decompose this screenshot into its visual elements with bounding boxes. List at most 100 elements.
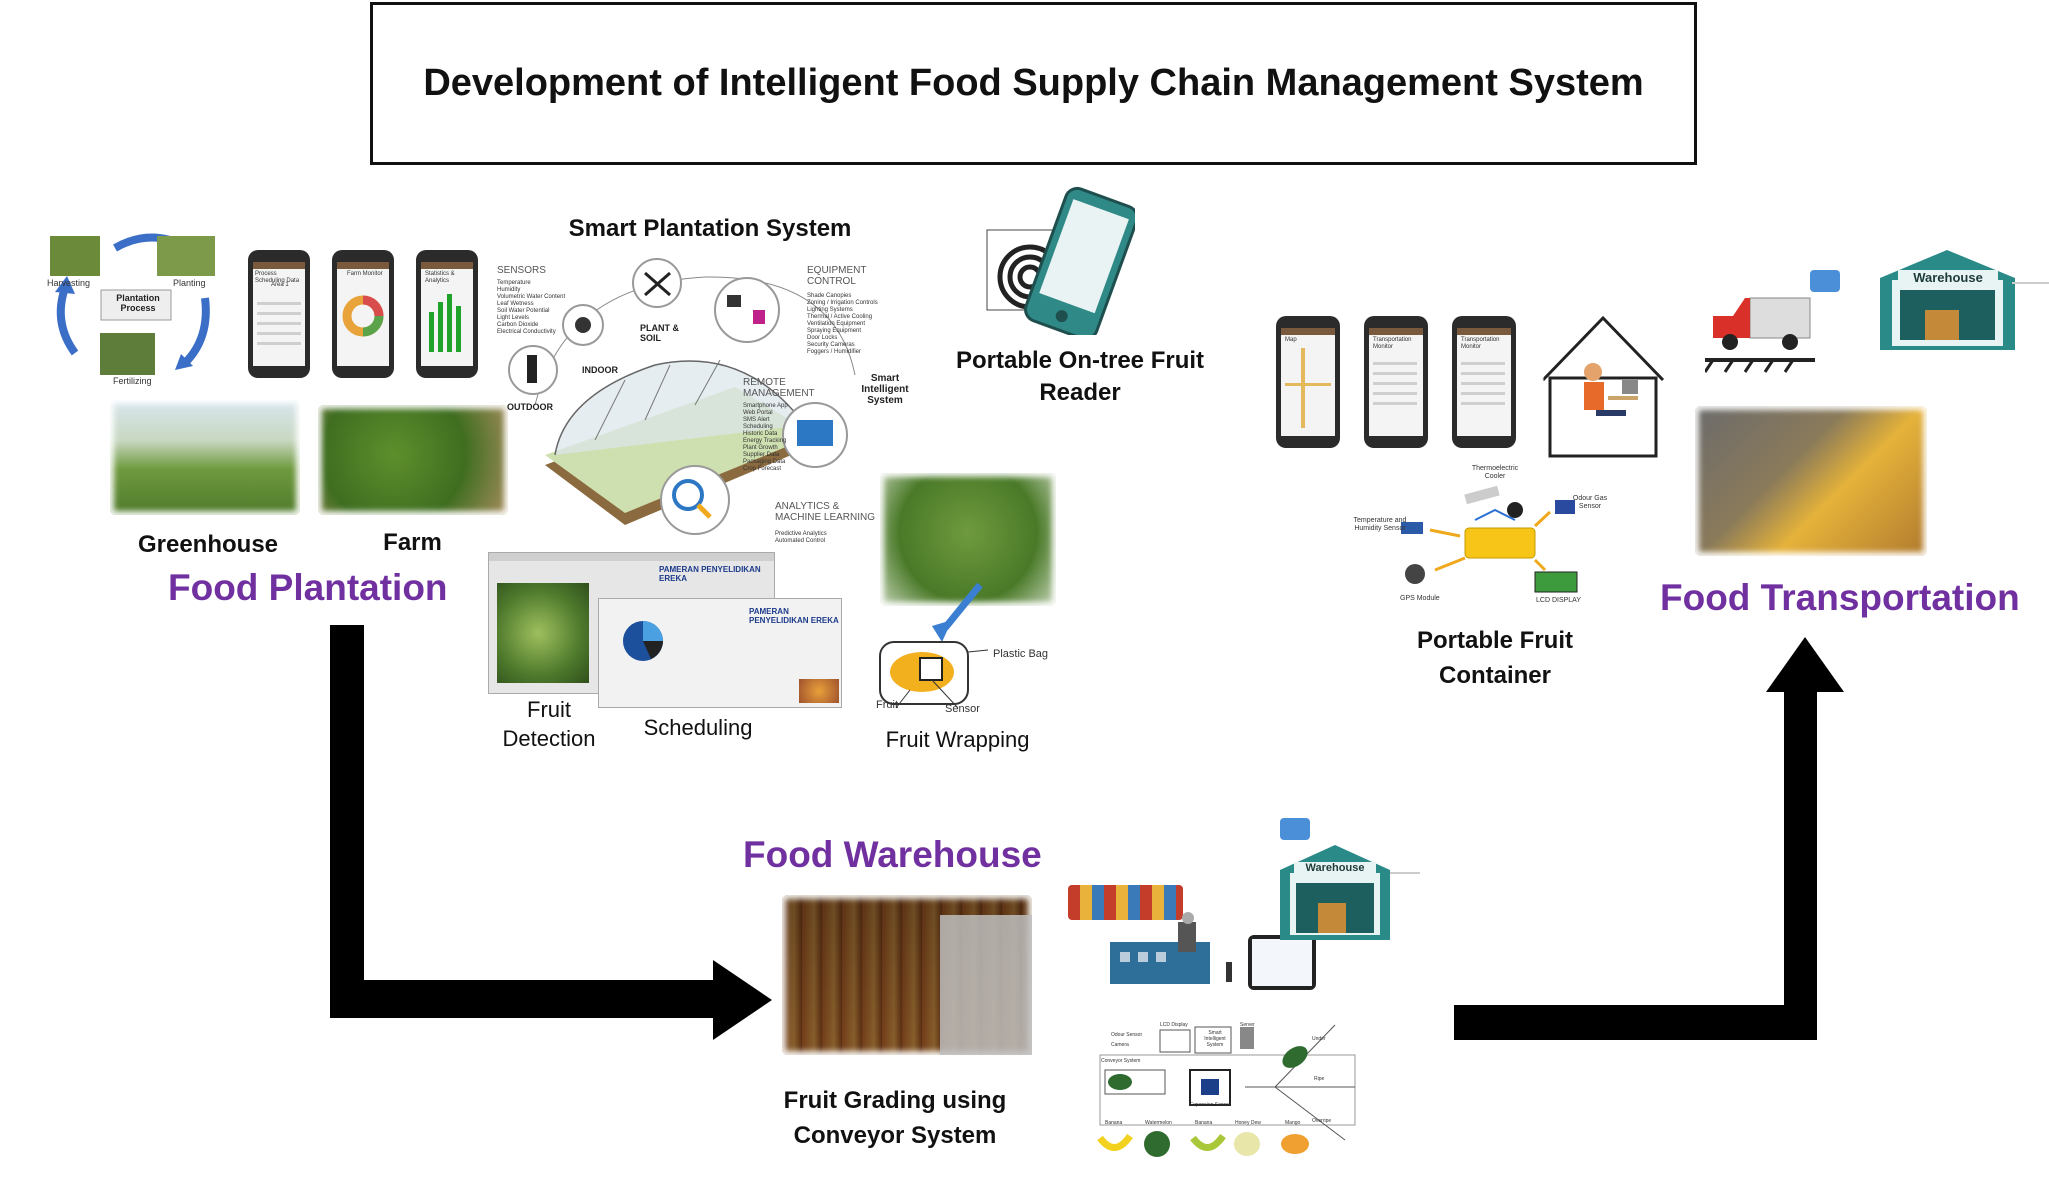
equipment-item: Foggers / Humidifier: [807, 349, 862, 355]
warehouse-icon-transport: Warehouse: [1880, 250, 2015, 350]
intelligent-system-label: Smart Intelligent System: [861, 373, 909, 406]
phone-transport-monitor-1: Transportation Monitor: [1364, 316, 1428, 448]
equipment-item: Shade Canopies: [807, 293, 852, 299]
sensors-heading: SENSORS: [497, 265, 546, 276]
fruit-truck-photo: [1695, 406, 1927, 556]
food-warehouse-title: Food Warehouse: [743, 834, 1042, 875]
outdoor-label: OUTDOOR: [507, 402, 553, 412]
fruit-row: Banana Watermelon Banana Honey Dew Mango: [1095, 1120, 1365, 1160]
cooler-label: Thermoelectric Cooler: [1471, 465, 1519, 481]
remote-item: Scheduling: [743, 424, 773, 430]
cycle-arrows: [50, 233, 215, 375]
food-plantation-title: Food Plantation: [168, 567, 448, 608]
remote-item: Plant Growth: [743, 445, 778, 451]
tablet-icon: [1248, 935, 1316, 990]
sensor-item: Temperature: [497, 280, 531, 286]
fruit-grading-label: Fruit Grading using Conveyor System: [783, 1087, 1007, 1149]
arrow-warehouse-to-transport: [1454, 637, 1844, 1040]
food-transportation-title: Food Transportation: [1660, 577, 2020, 618]
analytics-item: Predictive Analytics: [775, 531, 827, 537]
remote-item: Supplier Data: [743, 452, 780, 458]
fruit-mango-label: Mango: [1285, 1120, 1301, 1126]
remote-item: Historic Data: [743, 431, 778, 437]
phone-sub: Area 1: [271, 282, 289, 288]
equipment-heading: EQUIPMENT CONTROL: [807, 265, 867, 287]
phone-header: Statistics & Analytics: [425, 271, 455, 285]
remote-item: Web Portal: [743, 410, 773, 416]
phone-header: Process Scheduling Data: [255, 271, 300, 285]
phone-header: Map: [1285, 337, 1297, 343]
phone-transport-monitor-2: Transportation Monitor: [1452, 316, 1516, 448]
remote-item: Crop Forecast: [743, 466, 782, 472]
grocery-items-image: [1068, 885, 1183, 920]
truck-icon: [1705, 297, 1815, 373]
cycle-step-fertilizing: Fertilizing: [113, 376, 152, 386]
remote-item: SMS Alert: [743, 417, 770, 423]
grade-overripe-label: Overripe: [1312, 1118, 1332, 1124]
sensor-item: Soil Water Potential: [497, 308, 550, 314]
cycle-step-harvesting: Harvesting: [47, 278, 91, 288]
analytics-item: Automated Control: [775, 538, 826, 544]
fruit-watermelon-label: Watermelon: [1145, 1120, 1172, 1126]
equipment-item: Security Cameras: [807, 342, 855, 348]
grade-ripe-label: Ripe: [1314, 1076, 1325, 1082]
conveyor-expansion-label: Expansion Sensor: [1190, 1102, 1231, 1108]
fruit-icons: [1097, 1131, 1309, 1157]
conveyor-intelligent-label: Smart Intelligent System: [1204, 1030, 1226, 1048]
sensor-item: Humidity: [497, 287, 521, 293]
donut-chart-icon: [342, 295, 384, 337]
cycle-center-label: Plantation Process: [116, 293, 160, 313]
phone-header: Farm Monitor: [347, 271, 383, 277]
sensor-item: Carbon Dioxide: [497, 322, 539, 328]
plastic-bag-label: Plastic Bag: [993, 648, 1049, 660]
title-box: Development of Intelligent Food Supply C…: [370, 2, 1697, 165]
warehouse-floor: [940, 915, 1032, 1055]
equipment-item: Door Locks: [807, 335, 838, 341]
fruit-wrapping-label: Fruit Wrapping: [885, 727, 1030, 752]
remote-item: Smartphone App: [743, 403, 788, 409]
phone-statistics: Statistics & Analytics: [416, 250, 478, 378]
pie-chart-icon: [623, 621, 663, 661]
fruit-container-diagram: [1401, 485, 1578, 593]
remote-item: Packaging Data: [743, 459, 786, 465]
sensor-item: Light Levels: [497, 315, 530, 321]
phone-header: Transportation Monitor: [1373, 337, 1412, 351]
chat-bubble-icon: [1810, 270, 1840, 292]
scheduling-label: Scheduling: [643, 715, 753, 740]
gps-label: GPS Module: [1400, 595, 1440, 602]
farm-photo: [318, 405, 508, 515]
phone-scheduling: Process Scheduling Data Area 1: [248, 250, 310, 378]
phone-header: Transportation Monitor: [1461, 337, 1500, 351]
scheduling-dashboard: PAMERAN PENYELIDIKAN EREKA: [598, 598, 842, 708]
equipment-item: Lighting Systems: [807, 307, 853, 313]
sensor-item: Electrical Conductivity: [497, 329, 556, 335]
warehouse-icon-grading: Warehouse: [1280, 845, 1390, 940]
grade-under-label: Under: [1312, 1036, 1326, 1042]
plantation-process-cycle: Plantation Process Harvesting Planting F…: [45, 228, 225, 388]
diagram-title: Development of Intelligent Food Supply C…: [423, 62, 1644, 104]
dashboard-banner-2: PAMERAN PENYELIDIKAN EREKA: [749, 607, 839, 625]
fruit-reader-label: Portable On-tree Fruit Reader: [955, 347, 1205, 407]
conveyor-lcd-label: LCD Display: [1160, 1022, 1188, 1028]
mango-image: [497, 583, 589, 683]
indoor-label: INDOOR: [582, 365, 618, 375]
equipment-item: Thermal / Active Cooling: [807, 314, 873, 320]
factory-icon: [1110, 912, 1232, 984]
warehouse-sign-transport: Warehouse: [1898, 270, 1998, 285]
remote-heading: REMOTE MANAGEMENT: [743, 377, 815, 399]
conveyor-camera-label: Camera: [1111, 1042, 1129, 1048]
greenhouse-photo: [110, 400, 300, 515]
mango-tree-photo: [880, 473, 1056, 606]
fruit-honeydew-label: Honey Dew: [1235, 1120, 1261, 1126]
chat-bubble-icon-2: [1280, 818, 1310, 840]
sensor-label: Sensor: [945, 703, 980, 715]
smart-plantation-graphic: [508, 258, 856, 535]
fruit-detection-label: Fruit Detection: [502, 697, 596, 751]
fruit-banana-label: Banana: [1105, 1120, 1123, 1126]
smart-plantation-title: Smart Plantation System: [568, 215, 852, 242]
warehouse-sign-grading: Warehouse: [1294, 862, 1376, 874]
fruit-label: Fruit: [876, 699, 898, 711]
equipment-item: Spraying Equipment: [807, 328, 862, 334]
home-worker-icon: [1541, 310, 1665, 458]
equipment-item: Zoning / Irrigation Controls: [807, 300, 878, 306]
